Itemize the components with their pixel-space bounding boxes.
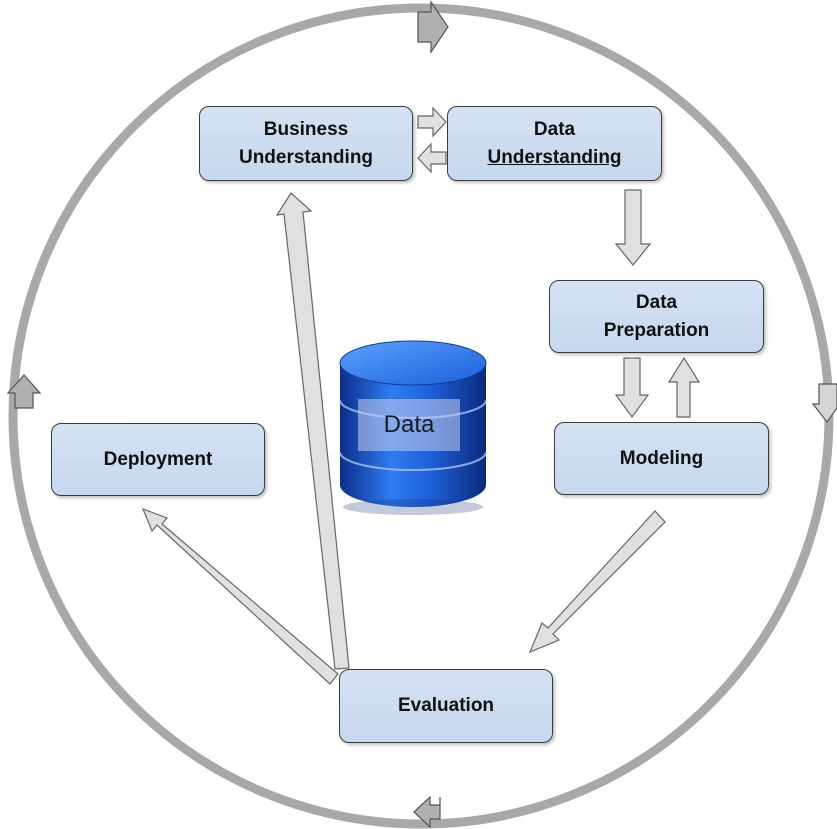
cycle-arrow-right	[811, 383, 837, 424]
cycle-arrow-left	[6, 374, 42, 409]
data-understanding-line2: Understanding	[487, 146, 622, 168]
arrow-data-understanding-to-business	[417, 142, 447, 174]
cycle-arrow-top	[417, 0, 449, 54]
data-preparation-node: Data Preparation	[549, 280, 764, 353]
data-preparation-line2: Preparation	[603, 319, 710, 341]
deployment-label: Deployment	[103, 448, 213, 470]
arrow-data-understanding-to-preparation	[614, 189, 652, 266]
database-label: Data	[358, 399, 460, 451]
deployment-node: Deployment	[51, 423, 265, 496]
evaluation-label: Evaluation	[397, 695, 495, 716]
arrow-modeling-to-evaluation	[528, 510, 666, 654]
arrow-evaluation-to-deployment	[141, 507, 339, 685]
data-preparation-line1: Data	[635, 291, 678, 313]
arrow-evaluation-to-business	[275, 192, 350, 670]
business-understanding-line1: Business	[263, 118, 349, 140]
arrow-modeling-to-preparation	[667, 356, 701, 418]
cycle-arrow-bottom	[413, 795, 441, 829]
evaluation-node: Evaluation	[339, 669, 553, 743]
data-understanding-line1: Data	[533, 118, 576, 140]
data-understanding-node: Data Understanding	[447, 106, 662, 181]
business-understanding-line2: Understanding	[238, 146, 374, 168]
arrow-business-to-data-understanding	[417, 106, 447, 138]
arrow-preparation-to-modeling	[614, 357, 650, 419]
modeling-label: Modeling	[619, 447, 704, 469]
modeling-node: Modeling	[554, 422, 769, 495]
business-understanding-node: Business Understanding	[199, 106, 413, 181]
